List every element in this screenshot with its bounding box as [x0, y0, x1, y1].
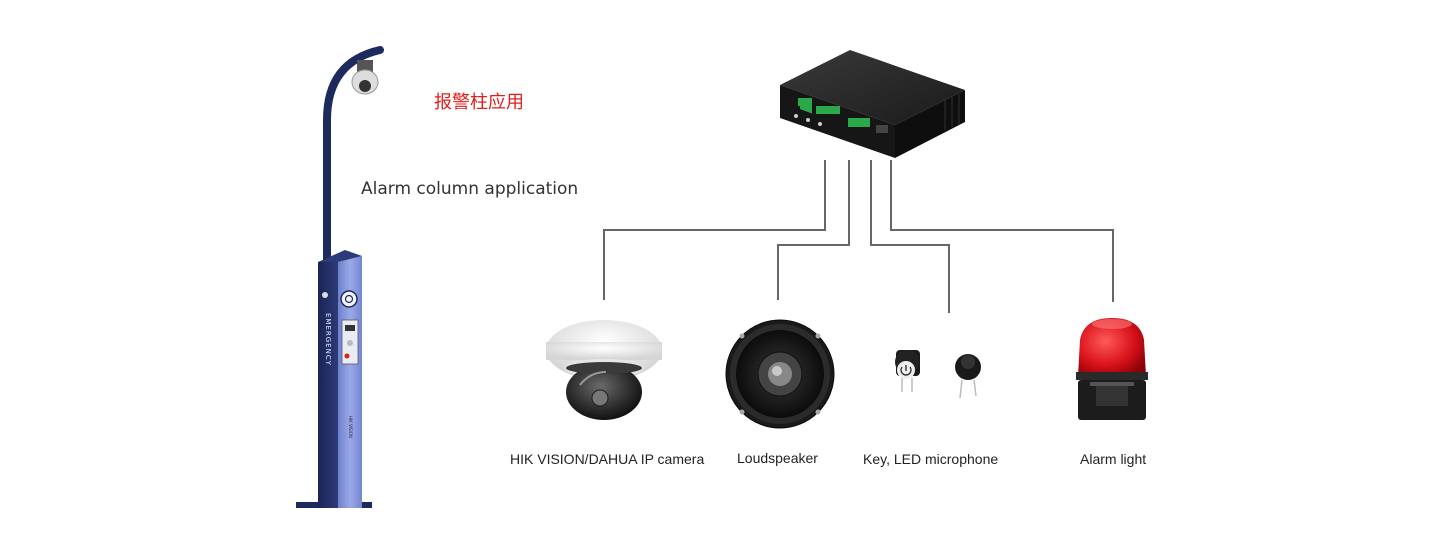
title-chinese: 报警柱应用	[434, 92, 524, 113]
line-to-camera	[603, 160, 826, 300]
title-english: Alarm column application	[361, 179, 579, 199]
label-key-microphone: Key, LED microphone	[863, 451, 999, 467]
pole-camera-icon	[351, 60, 379, 95]
line-to-key	[870, 160, 950, 313]
terminal-block-2	[816, 106, 840, 114]
terminal-block-3	[848, 118, 870, 127]
terminal-block-1	[798, 98, 812, 106]
svg-text:HIK VISION: HIK VISION	[348, 416, 353, 438]
control-box	[780, 50, 965, 158]
pole-emblem-icon	[340, 290, 358, 308]
label-alarm-light: Alarm light	[1080, 451, 1147, 467]
connector-lines	[603, 160, 1114, 313]
label-camera: HIK VISION/DAHUA IP camera	[510, 451, 705, 467]
dome-camera-icon	[546, 320, 662, 420]
key-led-microphone-icon	[895, 350, 981, 399]
pole-front	[338, 256, 362, 508]
loudspeaker-icon	[725, 319, 835, 429]
pole-arm	[323, 46, 384, 266]
label-loudspeaker: Loudspeaker	[737, 450, 818, 466]
line-to-speaker	[777, 160, 850, 300]
line-to-alarm	[890, 160, 1114, 302]
pole-side	[318, 262, 338, 508]
alarm-light-icon	[1076, 318, 1148, 420]
alarm-pole: HIK VISION	[296, 46, 384, 508]
